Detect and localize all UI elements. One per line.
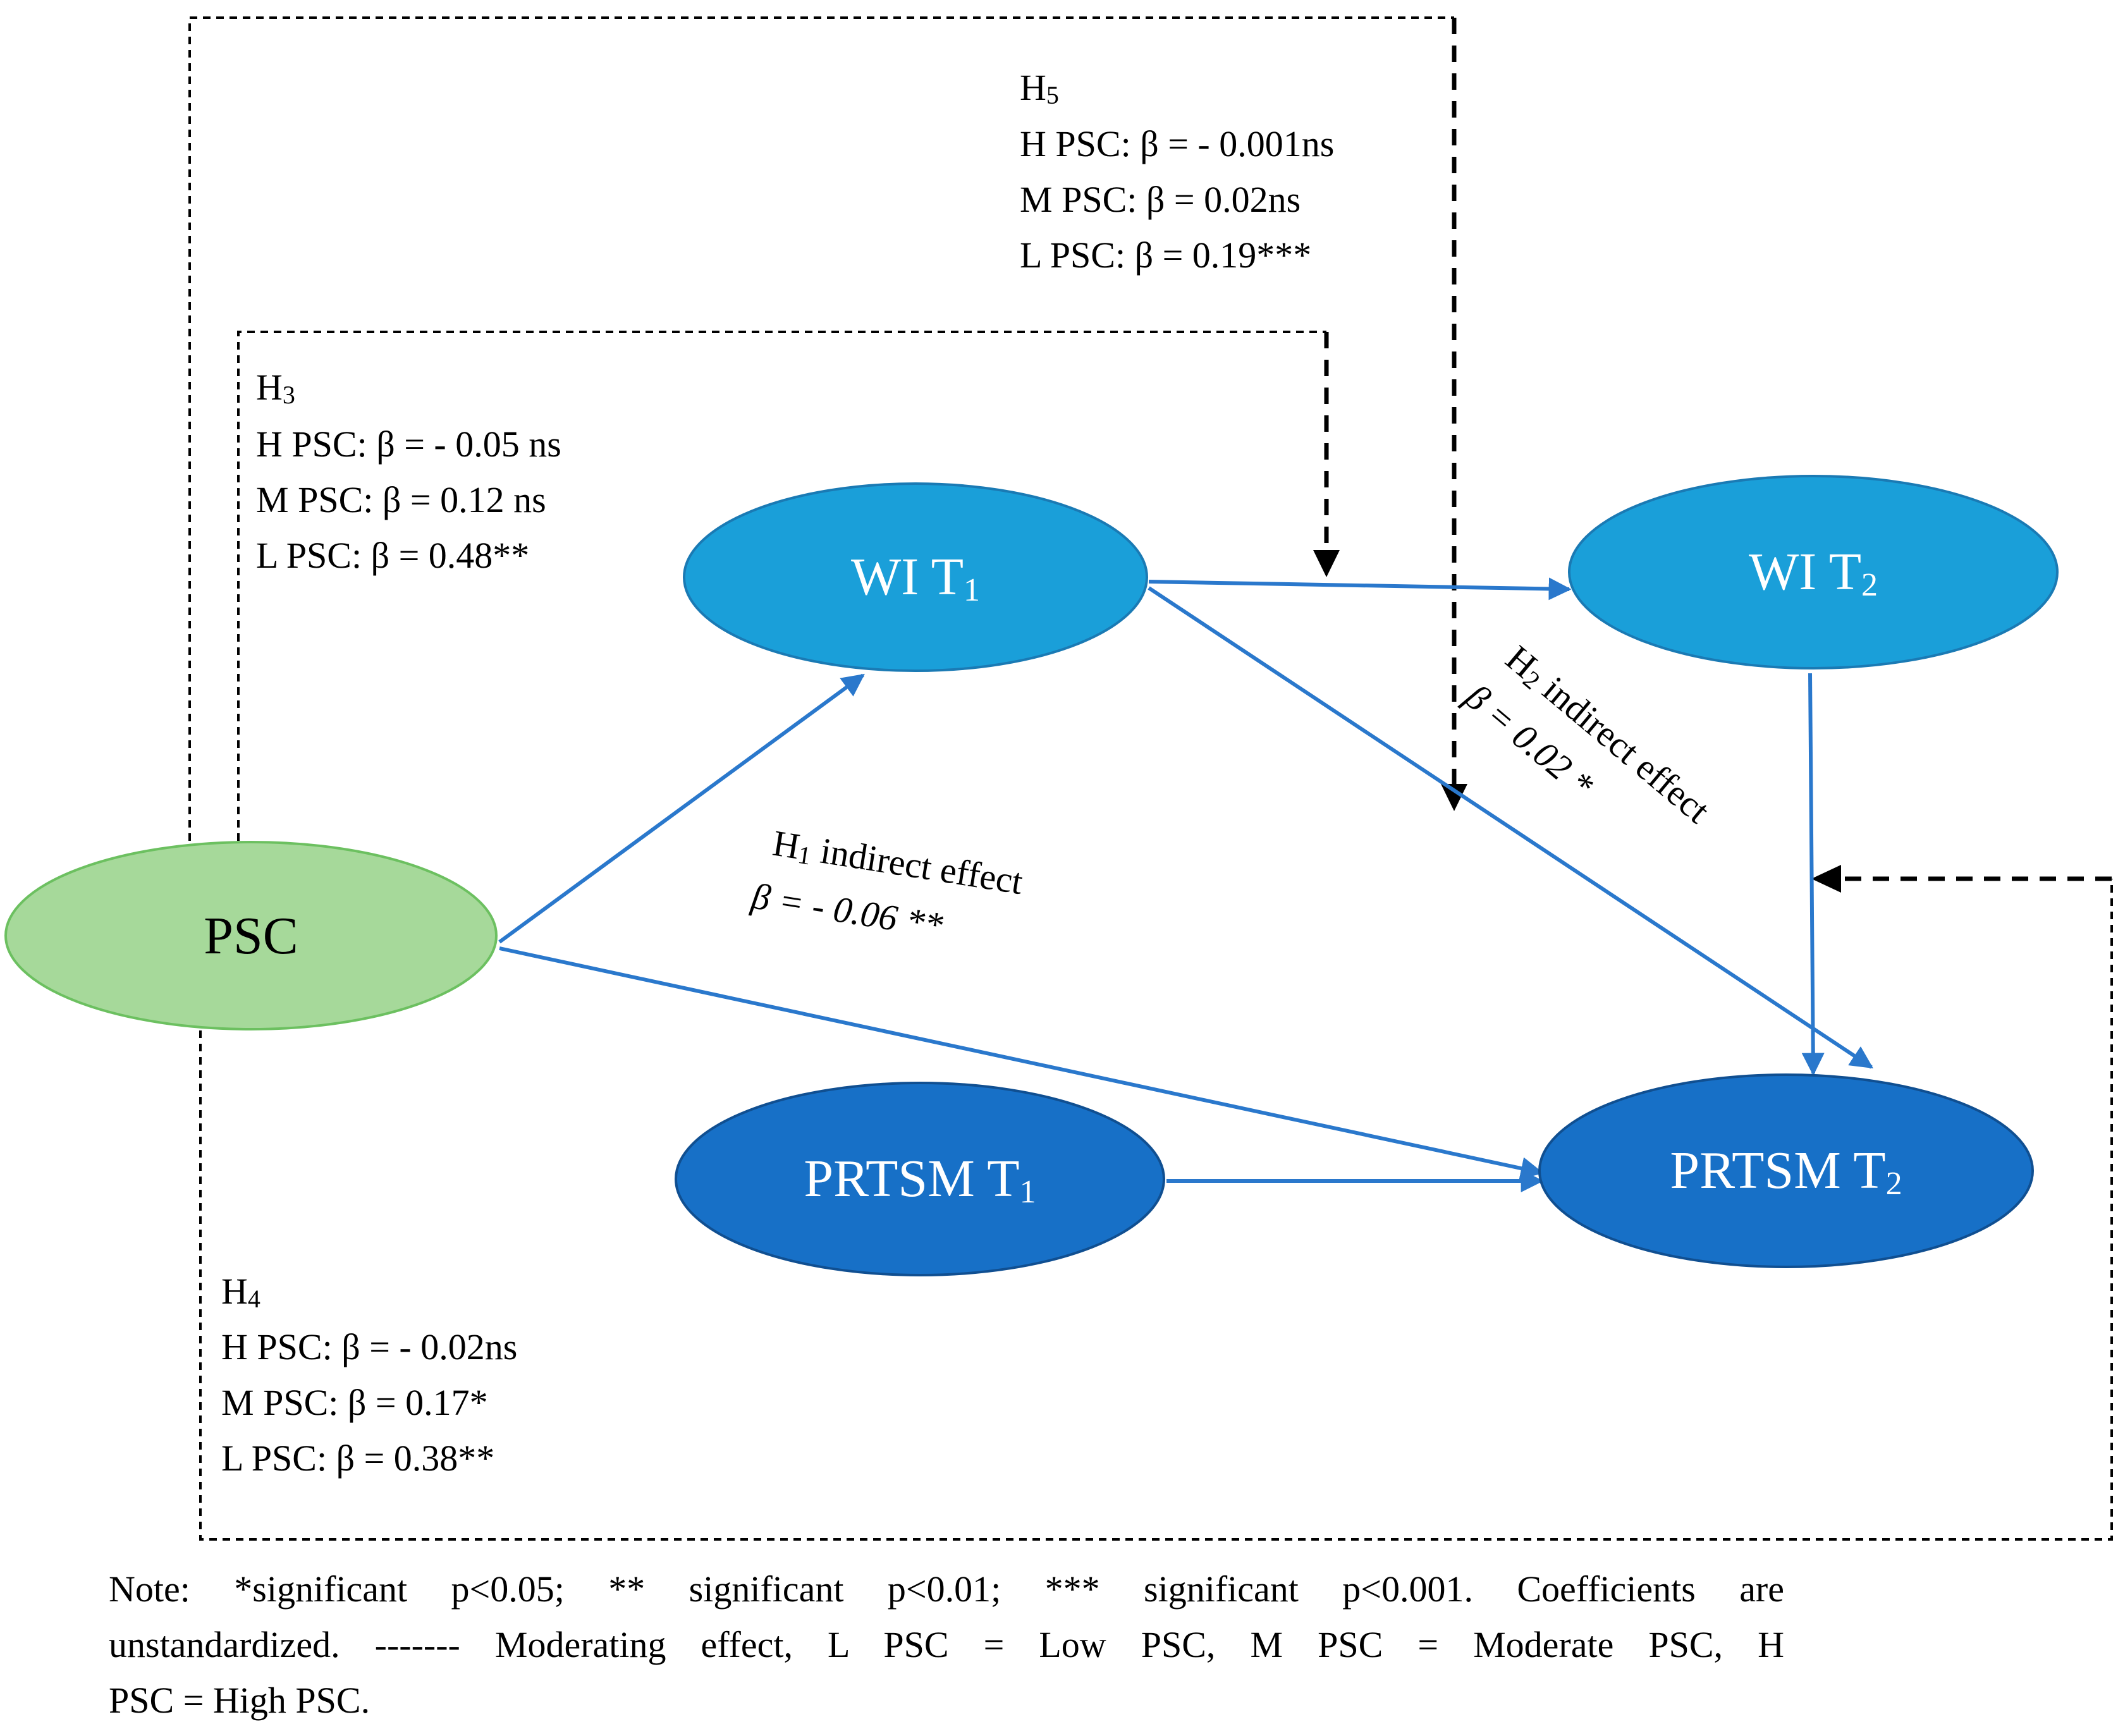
note-line-2: unstandardized. ------- Moderating effec… <box>109 1624 1784 1665</box>
h5-line-2: M PSC: β = 0.02ns <box>1020 179 1301 220</box>
h4-line-3: L PSC: β = 0.38** <box>221 1438 494 1479</box>
h4-title: H4 <box>221 1271 260 1313</box>
h3-line-1: H PSC: β = - 0.05 ns <box>256 424 561 465</box>
h4-annotation: H4 H PSC: β = - 0.02ns M PSC: β = 0.17* … <box>221 1271 517 1479</box>
moderation-path-h3 <box>237 331 1326 841</box>
psc-label: PSC <box>204 907 298 965</box>
prtsm-t1-subscript: 1 <box>1020 1174 1036 1210</box>
h4-line-1: H PSC: β = - 0.02ns <box>221 1326 517 1367</box>
node-wi-t1: WI T1 <box>683 482 1148 672</box>
h4-arrowhead <box>1811 865 1841 893</box>
h3-line-3: L PSC: β = 0.48** <box>256 535 529 576</box>
h5-line-3: L PSC: β = 0.19*** <box>1020 235 1311 276</box>
moderation-arrowheads <box>1313 550 1841 893</box>
h5-line-1: H PSC: β = - 0.001ns <box>1020 123 1334 164</box>
node-psc: PSC <box>4 841 498 1030</box>
figure-note: Note: *significant p<0.05; ** significan… <box>109 1562 1784 1728</box>
note-line-3: PSC = High PSC. <box>109 1680 370 1721</box>
wi-t1-ellipse <box>683 482 1148 672</box>
h5-title-subscript: 5 <box>1046 81 1059 109</box>
prtsm-t2-subscript: 2 <box>1886 1166 1902 1202</box>
wi-t1-subscript: 1 <box>964 572 980 608</box>
psc-ellipse <box>4 841 498 1030</box>
h5-title: H5 <box>1020 67 1059 109</box>
prtsm-t2-ellipse <box>1538 1073 2034 1268</box>
h3-arrowhead <box>1313 550 1340 577</box>
moderation-path-h5 <box>188 16 1454 841</box>
wi-t2-ellipse <box>1568 475 2059 669</box>
prtsm-t2-label: PRTSM T2 <box>1670 1141 1902 1202</box>
structural-paths <box>498 577 1874 1192</box>
h3-annotation: H3 H PSC: β = - 0.05 ns M PSC: β = 0.12 … <box>256 367 561 576</box>
prtsm-t1-label: PRTSM T1 <box>804 1149 1036 1210</box>
moderation-lines <box>188 16 2113 1541</box>
wi-t1-label: WI T1 <box>851 547 980 608</box>
h2-annotation: H2 indirect effect β = 0.02 * <box>1457 637 1718 831</box>
path-wi-t2-prtsm-t2 <box>1801 673 1825 1076</box>
h5-annotation: H5 H PSC: β = - 0.001ns M PSC: β = 0.02n… <box>1020 67 1334 276</box>
wi-t2-label: WI T2 <box>1749 542 1878 603</box>
node-wi-t2: WI T2 <box>1568 475 2059 669</box>
wi-t2-subscript: 2 <box>1861 567 1878 603</box>
path-wi-t1-wi-t2 <box>1148 577 1572 601</box>
path-wi-t1-prtsm-t2 <box>1148 586 1874 1069</box>
node-prtsm-t2: PRTSM T2 <box>1538 1073 2034 1268</box>
note-line-1: Note: *significant p<0.05; ** significan… <box>109 1568 1784 1610</box>
prtsm-t1-ellipse <box>675 1082 1165 1276</box>
h3-title: H3 <box>256 367 295 409</box>
moderation-path-h4 <box>199 879 2113 1541</box>
h3-title-subscript: 3 <box>283 381 295 409</box>
h3-line-2: M PSC: β = 0.12 ns <box>256 479 546 520</box>
path-psc-prtsm-t2 <box>499 946 1544 1180</box>
path-psc-wi-t1 <box>498 673 865 944</box>
h1-annotation: H1 indirect effect β = - 0.06 ** <box>748 822 1025 946</box>
h4-title-subscript: 4 <box>248 1285 260 1313</box>
h5-arrowhead <box>1441 784 1467 811</box>
h4-line-2: M PSC: β = 0.17* <box>221 1382 488 1423</box>
node-prtsm-t1: PRTSM T1 <box>675 1082 1165 1276</box>
